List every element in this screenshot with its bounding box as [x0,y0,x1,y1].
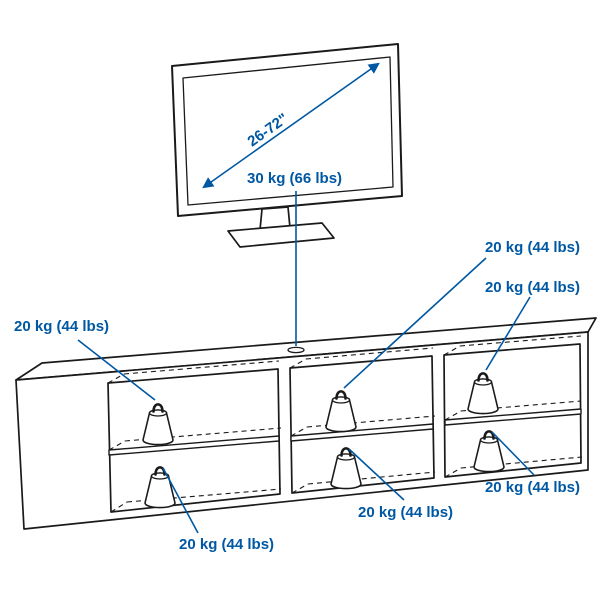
load-label-middle-top: 20 kg (44 lbs) [485,239,580,256]
leader-middle-top [343,257,487,389]
load-label-left-bottom: 20 kg (44 lbs) [179,536,274,553]
leader-right-bottom [491,431,535,476]
load-label-left-top: 20 kg (44 lbs) [14,318,109,335]
tv-diagonal-arrow [202,62,380,189]
compartment-middle [289,347,436,494]
leader-right-top [485,296,531,371]
leader-left-bottom [162,467,199,534]
top-surface-load-label: 30 kg (66 lbs) [247,170,342,187]
compartment-right [443,335,583,478]
load-label-right-top: 20 kg (44 lbs) [485,279,580,296]
leader-left-top [77,339,156,401]
tv-stand-base [227,222,335,248]
tv [171,43,403,248]
shelf-middle [290,423,434,442]
leader-lines [77,62,535,534]
shelf-right [444,408,582,426]
tv-bench [15,317,597,530]
compartment-left [107,360,282,513]
tv-frame [171,43,403,217]
load-label-middle-bottom: 20 kg (44 lbs) [358,504,453,521]
shelf-left [108,435,280,456]
cable-slot [287,346,305,354]
load-label-right-bottom: 20 kg (44 lbs) [485,479,580,496]
leader-middle-bottom [348,448,405,501]
